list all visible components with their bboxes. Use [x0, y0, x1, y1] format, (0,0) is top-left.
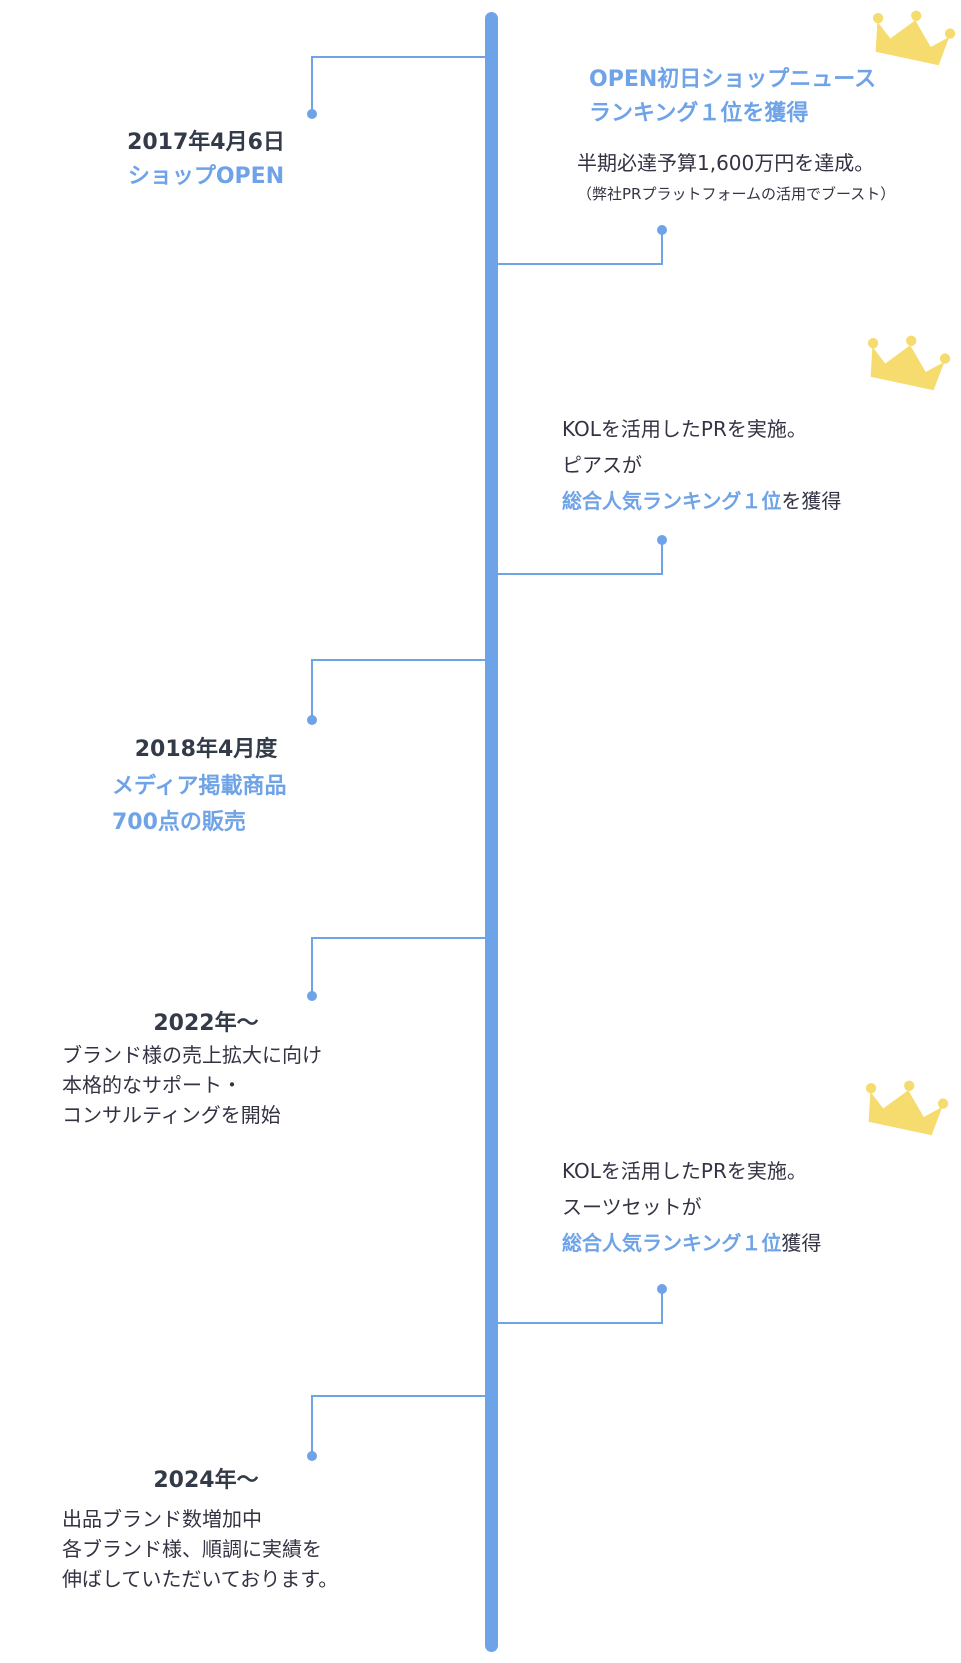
event-2018-title-line2: 700点の販売	[112, 810, 246, 835]
crown-icon	[867, 335, 951, 391]
event-title-shop-open: ショップOPEN	[127, 164, 285, 189]
kol-pierce-highlight: 総合人気ランキング１位	[562, 489, 782, 513]
connector-kol-pierce	[497, 540, 663, 575]
connector-2018	[311, 659, 486, 720]
connector-2017	[311, 56, 486, 114]
timeline-axis	[485, 12, 498, 1652]
connector-2022	[311, 937, 486, 996]
kol-suit-line2: スーツセットが	[562, 1195, 702, 1219]
connector-open-ranking	[497, 230, 663, 265]
event-2022-line2: 本格的なサポート・	[62, 1073, 242, 1097]
connector-2024	[311, 1395, 486, 1456]
crown-icon	[872, 10, 956, 66]
open-ranking-title-line1: OPEN初日ショップニュース	[589, 67, 877, 92]
node-2022	[307, 991, 317, 1001]
event-date-2018: 2018年4月度	[134, 737, 278, 762]
event-2024-line2: 各ブランド様、順調に実績を	[62, 1537, 322, 1561]
event-2024-line1: 出品ブランド数増加中	[62, 1507, 262, 1531]
kol-pierce-suffix: を獲得	[781, 489, 842, 513]
node-2017	[307, 109, 317, 119]
event-2022-line3: コンサルティングを開始	[62, 1103, 281, 1127]
connector-kol-suit	[497, 1289, 663, 1324]
event-date-2022: 2022年〜	[153, 1011, 259, 1036]
open-ranking-note: （弊社PRプラットフォームの活用でブースト）	[577, 185, 896, 203]
open-ranking-title-line2: ランキング１位を獲得	[589, 101, 809, 126]
kol-pierce-line3: 総合人気ランキング１位を獲得	[562, 486, 841, 516]
crown-icon	[865, 1080, 949, 1136]
node-kol-suit	[657, 1284, 667, 1294]
kol-suit-line3: 総合人気ランキング１位獲得	[562, 1228, 821, 1258]
node-kol-pierce	[657, 535, 667, 545]
event-date-2024: 2024年〜	[153, 1468, 259, 1493]
node-open-ranking	[657, 225, 667, 235]
kol-pierce-line1: KOLを活用したPRを実施。	[562, 417, 807, 441]
node-2018	[307, 715, 317, 725]
event-date-2017: 2017年4月6日	[127, 130, 285, 155]
event-2018-title-line1: メディア掲載商品	[112, 774, 287, 799]
open-ranking-body: 半期必達予算1,600万円を達成。	[577, 151, 875, 175]
kol-pierce-line2: ピアスが	[562, 453, 642, 477]
event-2024-line3: 伸ばしていただいております。	[62, 1567, 339, 1591]
kol-suit-highlight: 総合人気ランキング１位	[562, 1231, 782, 1255]
kol-suit-line1: KOLを活用したPRを実施。	[562, 1159, 807, 1183]
event-2022-line1: ブランド様の売上拡大に向け	[62, 1043, 322, 1067]
kol-suit-suffix: 獲得	[781, 1231, 822, 1255]
node-2024	[307, 1451, 317, 1461]
